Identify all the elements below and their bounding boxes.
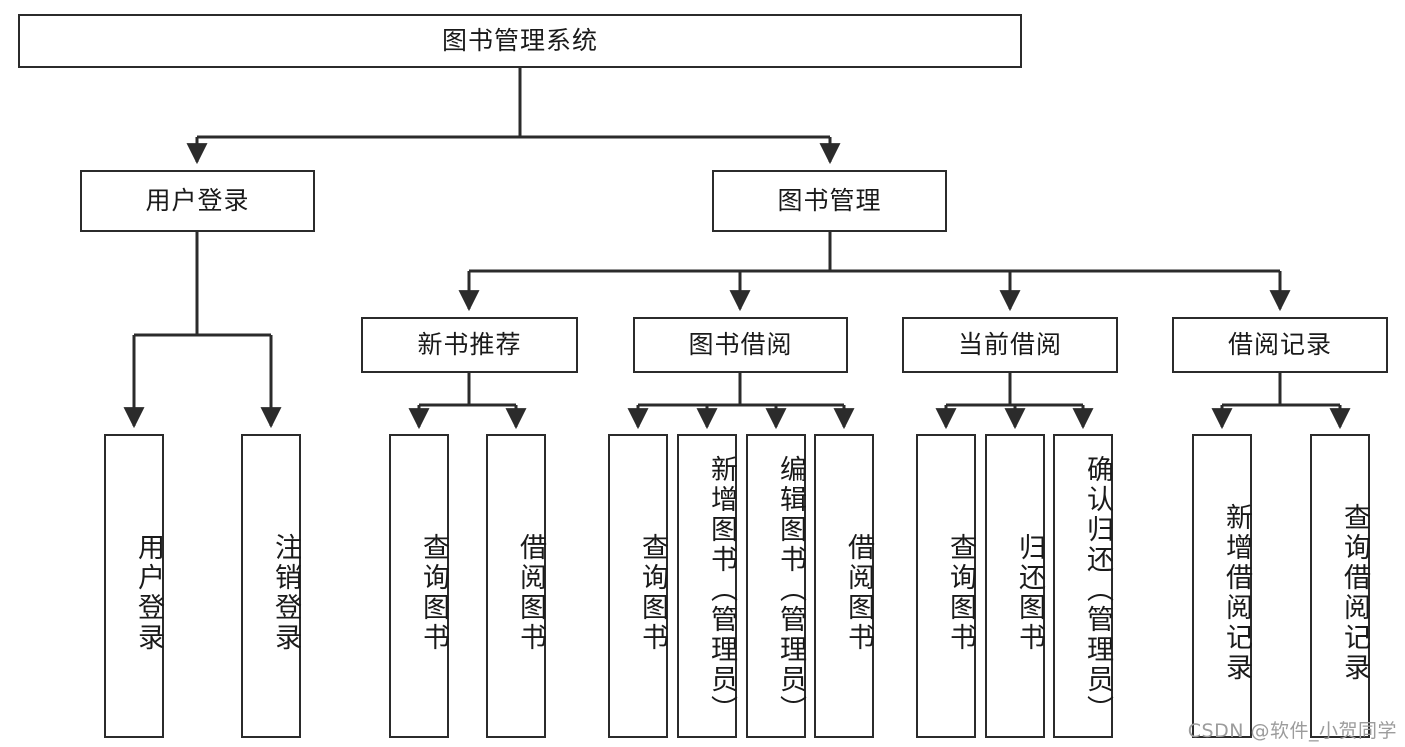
node-user-login[interactable]: 用户登录 xyxy=(80,170,315,232)
node-leaf-user-login[interactable]: 用户登录 xyxy=(104,434,164,738)
node-new-book-recommend[interactable]: 新书推荐 xyxy=(361,317,578,373)
watermark: CSDN @软件_小贺同学 xyxy=(1187,720,1397,742)
node-leaf-query-book-2[interactable]: 查询图书 xyxy=(608,434,668,738)
node-leaf-borrow-book-1[interactable]: 借阅图书 xyxy=(486,434,546,738)
node-leaf-borrow-book-2[interactable]: 借阅图书 xyxy=(814,434,874,738)
node-leaf-borrow-book-1-label: 借阅图书 xyxy=(515,533,546,653)
node-leaf-add-book-label: 新增图书（管理员） xyxy=(706,455,737,725)
node-leaf-edit-book[interactable]: 编辑图书（管理员） xyxy=(746,434,806,738)
node-leaf-return-book[interactable]: 归还图书 xyxy=(985,434,1045,738)
node-book-manage[interactable]: 图书管理 xyxy=(712,170,947,232)
node-book-manage-label: 图书管理 xyxy=(777,186,882,216)
node-leaf-user-logout-label: 注销登录 xyxy=(270,533,301,653)
node-root-label: 图书管理系统 xyxy=(441,26,598,56)
node-book-borrow-label: 图书借阅 xyxy=(688,330,793,360)
node-leaf-confirm-return[interactable]: 确认归还（管理员） xyxy=(1053,434,1113,738)
node-leaf-borrow-book-2-label: 借阅图书 xyxy=(843,533,874,653)
node-leaf-user-logout[interactable]: 注销登录 xyxy=(241,434,301,738)
node-leaf-add-record-label: 新增借阅记录 xyxy=(1221,503,1252,683)
node-leaf-query-record-label: 查询借阅记录 xyxy=(1339,503,1370,683)
node-leaf-add-book[interactable]: 新增图书（管理员） xyxy=(677,434,737,738)
node-new-book-recommend-label: 新书推荐 xyxy=(417,330,522,360)
node-leaf-query-book-3-label: 查询图书 xyxy=(945,533,976,653)
node-leaf-query-record[interactable]: 查询借阅记录 xyxy=(1310,434,1370,738)
node-user-login-label: 用户登录 xyxy=(145,186,250,216)
node-leaf-confirm-return-label: 确认归还（管理员） xyxy=(1082,455,1113,725)
node-leaf-query-book-3[interactable]: 查询图书 xyxy=(916,434,976,738)
node-leaf-return-book-label: 归还图书 xyxy=(1014,533,1045,653)
node-leaf-query-book-1[interactable]: 查询图书 xyxy=(389,434,449,738)
node-leaf-query-book-2-label: 查询图书 xyxy=(637,533,668,653)
node-leaf-edit-book-label: 编辑图书（管理员） xyxy=(775,455,806,725)
node-leaf-add-record[interactable]: 新增借阅记录 xyxy=(1192,434,1252,738)
node-book-borrow[interactable]: 图书借阅 xyxy=(633,317,848,373)
node-leaf-user-login-label: 用户登录 xyxy=(133,533,164,653)
node-current-borrow[interactable]: 当前借阅 xyxy=(902,317,1118,373)
node-borrow-record-label: 借阅记录 xyxy=(1227,330,1332,360)
node-current-borrow-label: 当前借阅 xyxy=(957,330,1062,360)
node-root[interactable]: 图书管理系统 xyxy=(18,14,1022,68)
node-leaf-query-book-1-label: 查询图书 xyxy=(418,533,449,653)
node-borrow-record[interactable]: 借阅记录 xyxy=(1172,317,1388,373)
